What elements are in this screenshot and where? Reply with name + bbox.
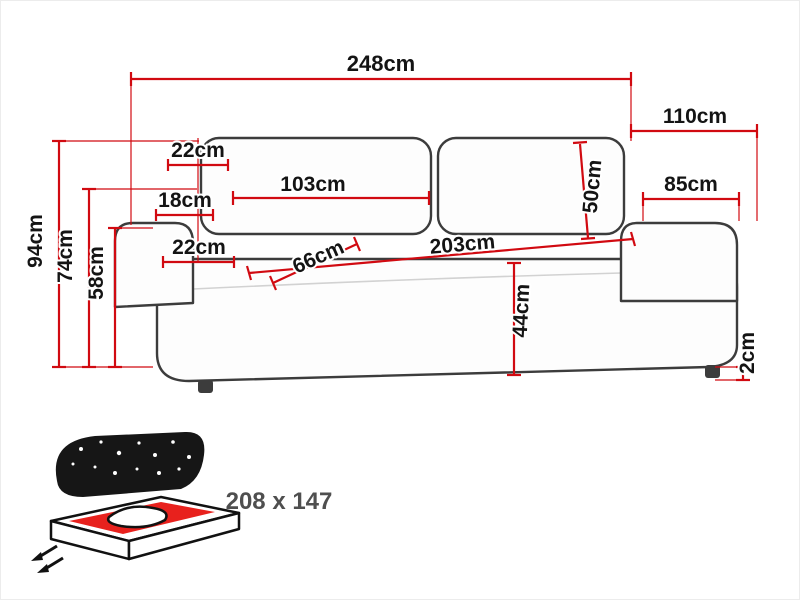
label-seat-height: 44cm <box>509 283 535 338</box>
label-cushion-width: 103cm <box>280 173 345 196</box>
label-armrest-width: 22cm <box>172 236 226 259</box>
dim-armrest-length <box>641 192 741 221</box>
sofa-bed-icon <box>31 431 241 573</box>
dim-back-gap <box>154 138 215 263</box>
dim-cushion-width <box>231 191 431 205</box>
dim-leg-height <box>715 365 750 382</box>
dim-total-height <box>52 139 199 369</box>
bed-size-label: 208 x 147 <box>226 488 333 515</box>
label-seat-width: 203cm <box>429 230 496 259</box>
sofa-illustration <box>113 136 739 393</box>
dim-seat-depth <box>268 236 362 291</box>
label-armrest-length: 85cm <box>664 173 718 196</box>
stars <box>71 440 191 475</box>
dimension-lines <box>52 72 759 382</box>
label-cushion-height: 50cm <box>579 159 607 215</box>
mattress-front-right <box>127 511 241 561</box>
label-total-width: 248cm <box>347 51 416 76</box>
dim-armrest-height <box>108 226 153 369</box>
label-leg-height: 2cm <box>736 332 759 374</box>
dimension-labels: 248cm 110cm 22cm 18cm 103cm 50cm 85cm 94… <box>22 49 761 376</box>
dim-seat-width <box>245 231 637 281</box>
back-cushion-left <box>199 136 433 236</box>
label-armrest-height: 58cm <box>85 246 108 300</box>
seat-seam <box>192 272 622 290</box>
label-total-height: 94cm <box>24 214 47 268</box>
night-sky-shape <box>55 431 205 497</box>
leg-left <box>198 380 213 393</box>
dim-armrest-width <box>161 256 236 268</box>
dim-cushion-height <box>572 140 596 241</box>
dim-total-depth <box>629 124 759 221</box>
armrest-left <box>113 221 195 309</box>
label-backrest-height: 74cm <box>54 229 77 283</box>
label-back-gap: 18cm <box>158 189 212 212</box>
dim-backrest-height <box>82 187 197 369</box>
armrest-right <box>619 221 739 303</box>
unfold-arrows <box>31 544 64 573</box>
back-cushion-right <box>436 136 626 236</box>
leg-right <box>705 365 720 378</box>
label-total-depth: 110cm <box>663 105 727 128</box>
blanket <box>107 505 168 529</box>
label-cushion-thickness: 22cm <box>171 139 225 162</box>
dim-seat-height <box>507 261 521 377</box>
